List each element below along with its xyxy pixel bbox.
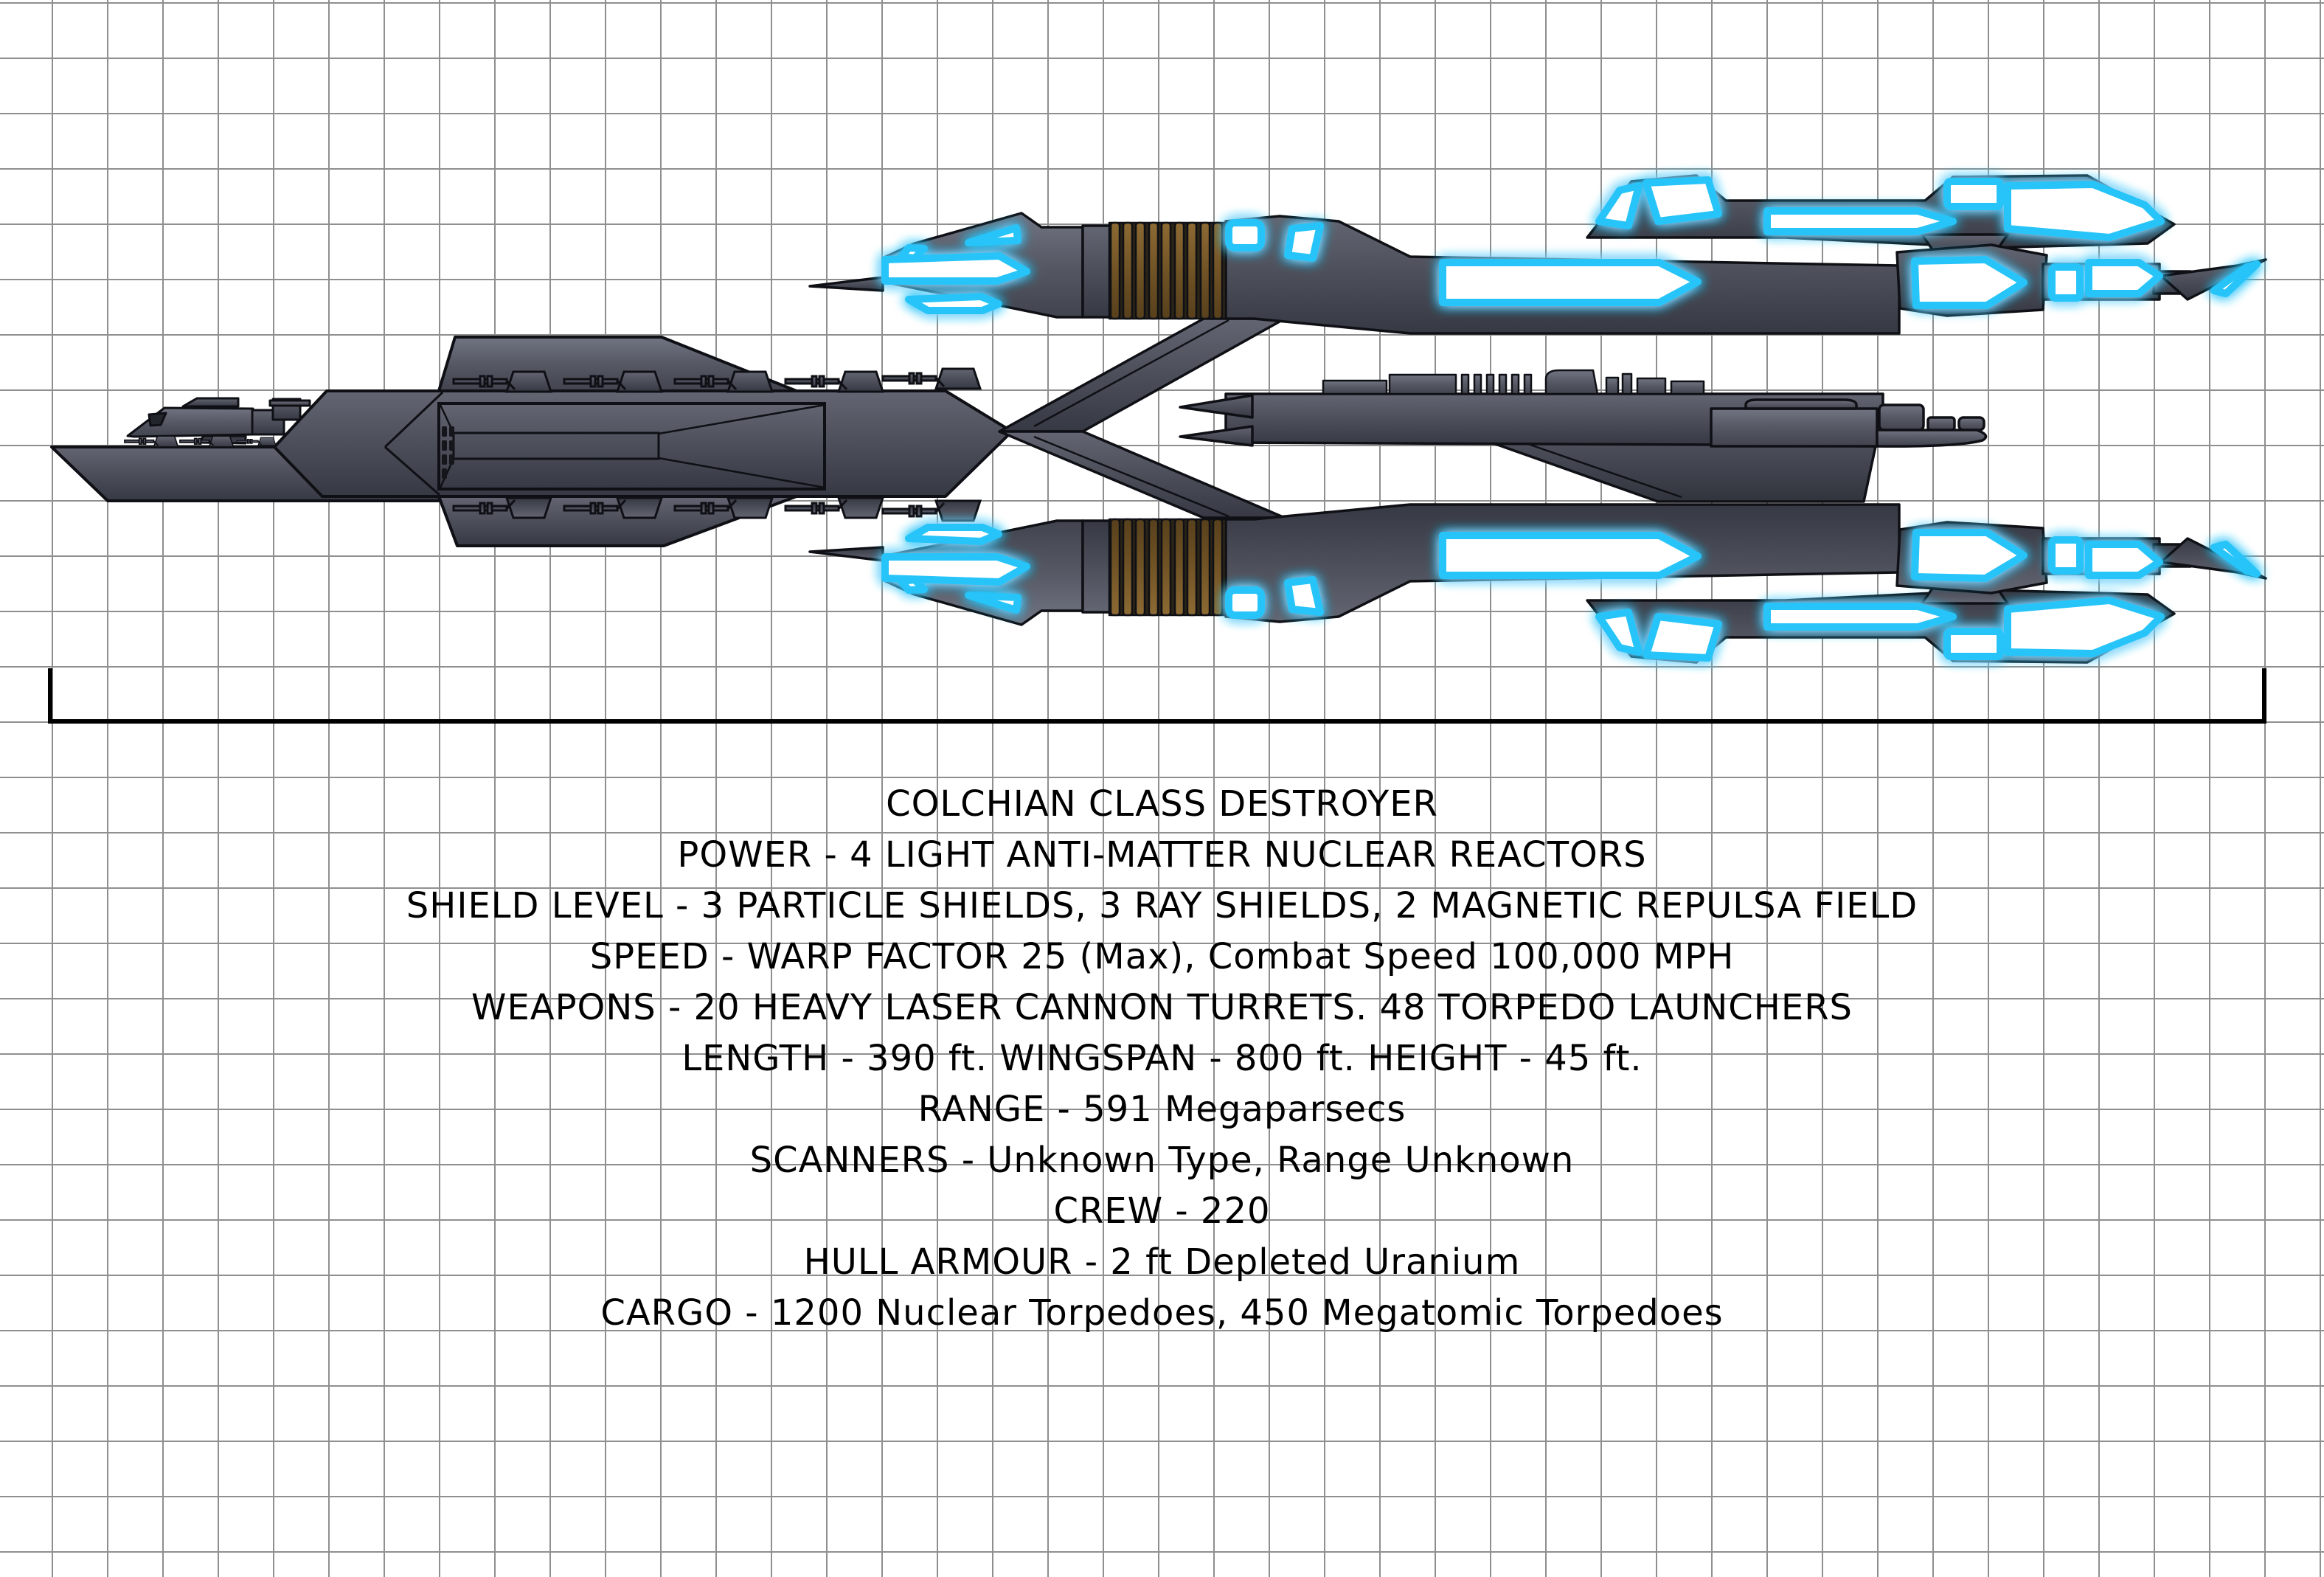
spec-line-armour: HULL ARMOUR - 2 ft Depleted Uranium <box>803 1241 1521 1283</box>
spec-line-length: LENGTH - 390 ft. WINGSPAN - 800 ft. HEIG… <box>681 1038 1643 1079</box>
spec-line-cargo: CARGO - 1200 Nuclear Torpedoes, 450 Mega… <box>600 1292 1724 1334</box>
spec-sheet: COLCHIAN CLASS DESTROYER POWER - 4 LIGHT… <box>0 779 2324 1339</box>
hull-chevron-crease <box>384 391 444 496</box>
tail-fin-assembly <box>126 397 311 445</box>
panel-grille <box>442 426 454 479</box>
central-spar <box>1224 369 1988 503</box>
scale-bracket <box>48 668 2266 724</box>
spec-line-speed: SPEED - WARP FACTOR 25 (Max), Combat Spe… <box>589 936 1735 977</box>
spec-line-scanners: SCANNERS - Unknown Type, Range Unknown <box>749 1140 1575 1181</box>
upper-nacelle-wing <box>810 176 2266 333</box>
spec-line-range: RANGE - 591 Megaparsecs <box>918 1089 1406 1130</box>
spec-line-weapons: WEAPONS - 20 HEAVY LASER CANNON TURRETS.… <box>471 987 1853 1028</box>
spec-line-power: POWER - 4 LIGHT ANTI-MATTER NUCLEAR REAC… <box>677 834 1647 876</box>
lower-nacelle-wing <box>810 505 2266 662</box>
spec-line-crew: CREW - 220 <box>1053 1190 1271 1232</box>
spar-greebles <box>1322 369 1705 395</box>
nose-section <box>1710 398 1988 448</box>
ship-title: COLCHIAN CLASS DESTROYER <box>886 783 1438 825</box>
spec-line-shields: SHIELD LEVEL - 3 PARTICLE SHIELDS, 3 RAY… <box>406 885 1918 926</box>
hull-inset-panel <box>437 402 826 491</box>
support-arms <box>998 317 1286 519</box>
